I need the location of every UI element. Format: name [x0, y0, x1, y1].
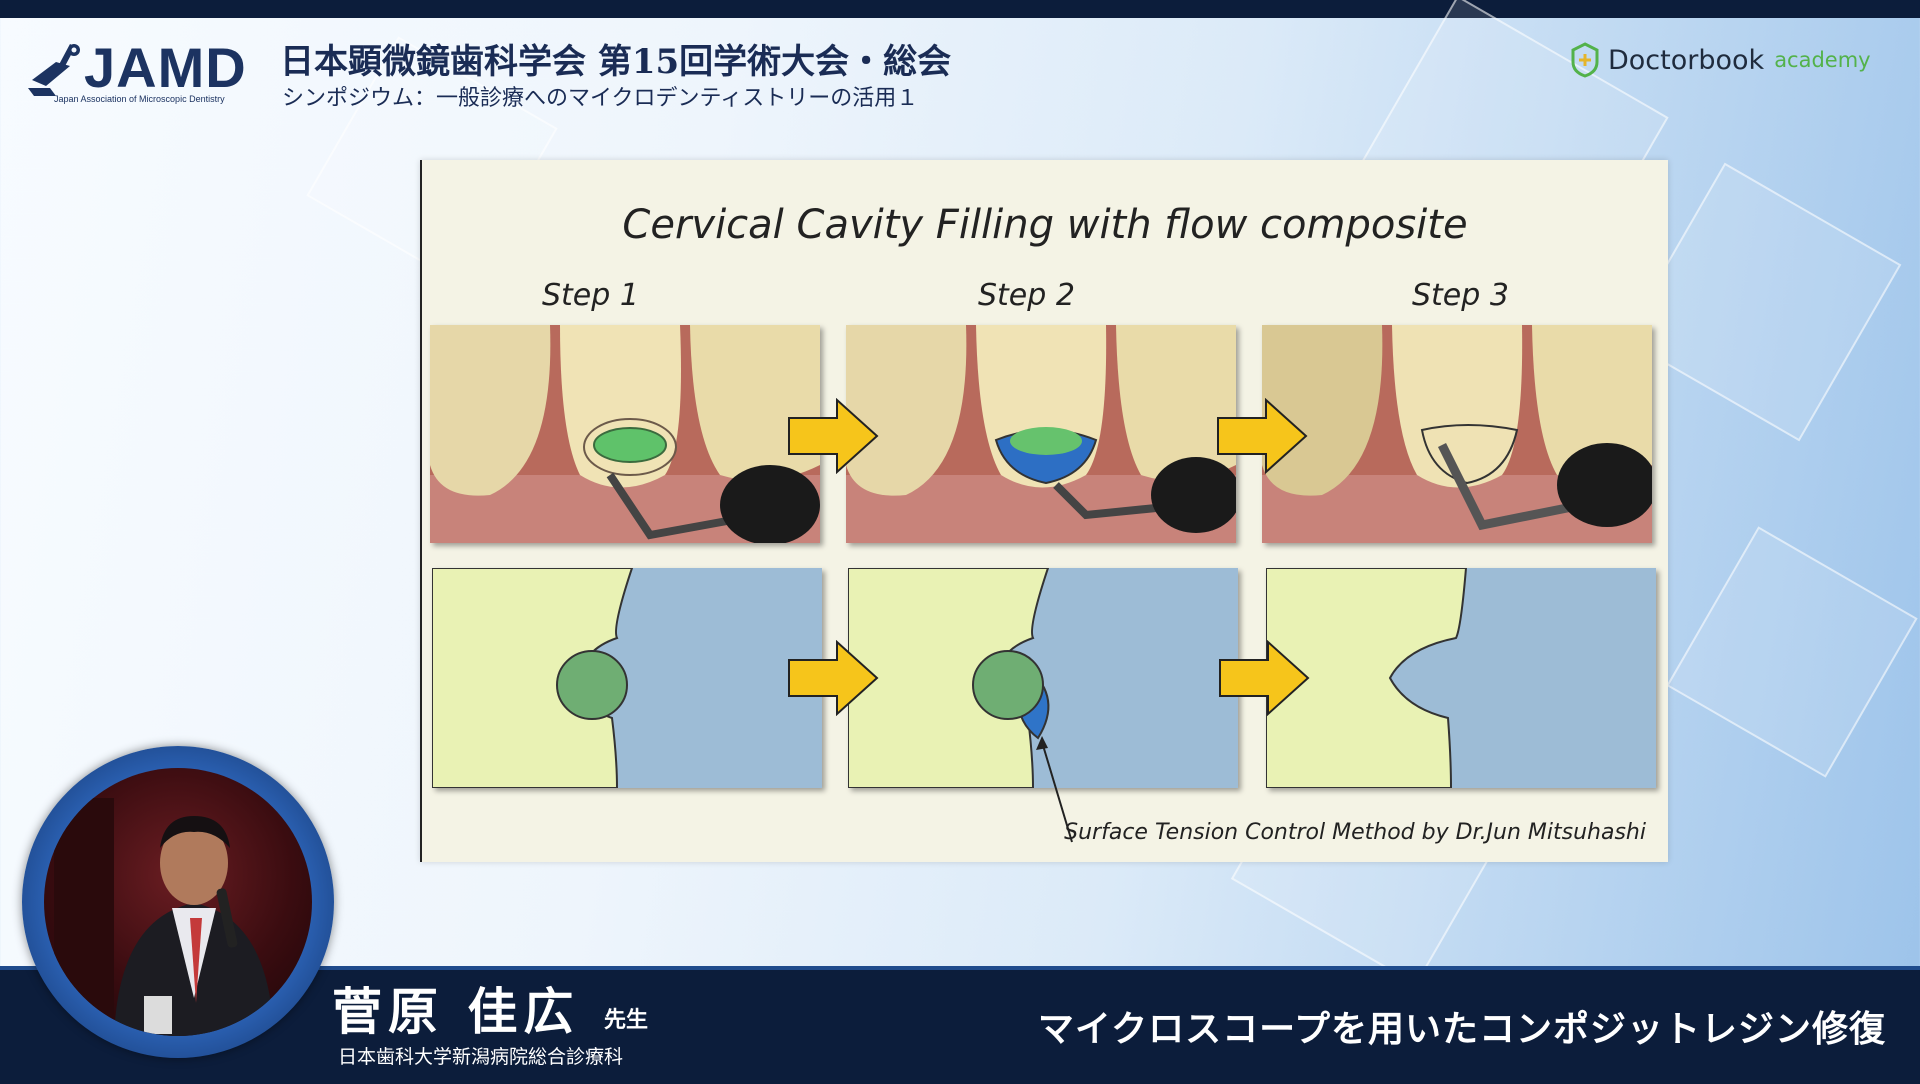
session-subtitle: シンポジウム：一般診療へのマイクロデンティストリーの活用１: [282, 80, 918, 112]
step-label-3: Step 3: [1412, 278, 1509, 313]
slide-title: Cervical Cavity Filling with flow compos…: [422, 202, 1668, 248]
brand-sub: academy: [1774, 48, 1870, 72]
step-1-photo: [430, 325, 820, 543]
logo-text: JAMD: [84, 36, 247, 100]
arrow-right-icon: [1218, 640, 1310, 716]
logo-subtitle: Japan Association of Microscopic Dentist…: [54, 94, 225, 104]
speaker-affiliation: 日本歯科大学新潟病院総合診療科: [338, 1042, 623, 1069]
doctorbook-brand: Doctorbook academy: [1570, 40, 1871, 80]
top-bar: [0, 0, 1920, 18]
arrow-right-icon: [787, 398, 879, 474]
speaker-name: 菅原 佳広: [332, 972, 579, 1044]
brand-name: Doctorbook: [1608, 45, 1764, 76]
speaker-honorific: 先生: [604, 1002, 648, 1034]
step-2-photo: [846, 325, 1236, 543]
jamd-logo-icon: [26, 40, 88, 96]
doctorbook-shield-icon: [1570, 42, 1600, 78]
step-label-2: Step 2: [978, 278, 1075, 313]
step-label-1: Step 1: [542, 278, 639, 313]
arrow-right-icon: [1216, 398, 1308, 474]
step-3-diagram: [1266, 568, 1656, 788]
slide-credit: Surface Tension Control Method by Dr.Jun…: [1064, 820, 1646, 845]
step-1-diagram: [432, 568, 822, 788]
presentation-slide: Cervical Cavity Filling with flow compos…: [420, 160, 1668, 862]
step-3-photo: [1262, 325, 1652, 543]
conference-title: 日本顕微鏡歯科学会 第15回学術大会・総会: [280, 34, 951, 83]
arrow-right-icon: [787, 640, 879, 716]
talk-title: マイクロスコープを用いたコンポジットレジン修復: [1038, 1000, 1886, 1052]
speaker-video: [44, 768, 312, 1036]
jamd-logo: JAMD Japan Association of Microscopic De…: [26, 36, 262, 112]
background-hexagon: [1666, 526, 1917, 777]
